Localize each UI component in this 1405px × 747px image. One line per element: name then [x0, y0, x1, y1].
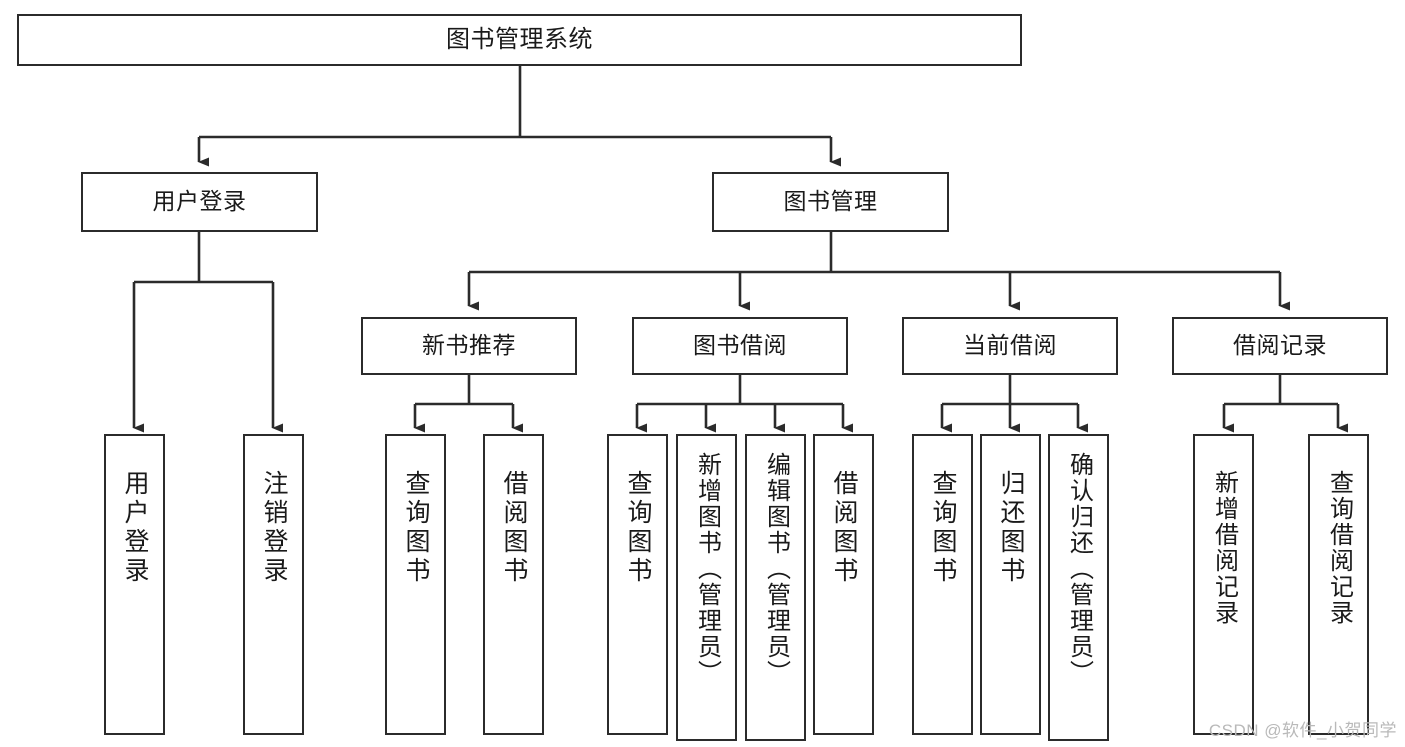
node-leaf-query-book-current-label: 查询图书 [929, 470, 957, 586]
node-leaf-add-book-admin-label: 新增图书（管理员） [693, 452, 721, 686]
node-new-book-recommend-label: 新书推荐 [422, 332, 516, 359]
node-leaf-user-login[interactable]: 用户登录 [104, 434, 165, 735]
node-book-management-label: 图书管理 [783, 188, 878, 215]
node-leaf-borrow-book-new-label: 借阅图书 [500, 470, 528, 586]
node-new-book-recommend[interactable]: 新书推荐 [361, 317, 577, 375]
node-root-book-management-system[interactable]: 图书管理系统 [17, 14, 1022, 66]
node-leaf-edit-book-admin[interactable]: 编辑图书（管理员） [745, 434, 806, 741]
node-user-login-label: 用户登录 [152, 188, 247, 215]
node-leaf-logout-label: 注销登录 [260, 470, 288, 586]
node-leaf-edit-book-admin-label: 编辑图书（管理员） [762, 452, 790, 686]
node-leaf-borrow-book-borrow-label: 借阅图书 [830, 470, 858, 586]
node-leaf-query-book-new-label: 查询图书 [402, 470, 430, 586]
node-leaf-query-book-borrow-label: 查询图书 [624, 470, 652, 586]
node-leaf-borrow-book-borrow[interactable]: 借阅图书 [813, 434, 874, 735]
node-user-login[interactable]: 用户登录 [81, 172, 318, 232]
node-leaf-query-borrow-record-label: 查询借阅记录 [1325, 470, 1353, 626]
node-leaf-query-borrow-record[interactable]: 查询借阅记录 [1308, 434, 1369, 735]
node-book-borrow[interactable]: 图书借阅 [632, 317, 848, 375]
node-leaf-borrow-book-new[interactable]: 借阅图书 [483, 434, 544, 735]
node-leaf-user-login-label: 用户登录 [121, 470, 149, 586]
node-leaf-add-borrow-record-label: 新增借阅记录 [1210, 470, 1238, 626]
node-root-label: 图书管理系统 [446, 25, 593, 53]
node-book-management[interactable]: 图书管理 [712, 172, 949, 232]
node-current-borrow[interactable]: 当前借阅 [902, 317, 1118, 375]
node-leaf-add-borrow-record[interactable]: 新增借阅记录 [1193, 434, 1254, 735]
node-leaf-confirm-return-admin[interactable]: 确认归还（管理员） [1048, 434, 1109, 741]
node-book-borrow-label: 图书借阅 [693, 332, 787, 359]
node-leaf-query-book-current[interactable]: 查询图书 [912, 434, 973, 735]
node-current-borrow-label: 当前借阅 [963, 332, 1057, 359]
node-leaf-query-book-new[interactable]: 查询图书 [385, 434, 446, 735]
csdn-watermark: CSDN @软件_小贺同学 [1208, 721, 1397, 740]
node-leaf-confirm-return-admin-label: 确认归还（管理员） [1065, 452, 1093, 686]
node-leaf-query-book-borrow[interactable]: 查询图书 [607, 434, 668, 735]
node-leaf-return-book-label: 归还图书 [997, 470, 1025, 586]
node-borrow-record[interactable]: 借阅记录 [1172, 317, 1388, 375]
node-leaf-return-book[interactable]: 归还图书 [980, 434, 1041, 735]
node-borrow-record-label: 借阅记录 [1233, 332, 1327, 359]
node-leaf-add-book-admin[interactable]: 新增图书（管理员） [676, 434, 737, 741]
node-leaf-logout[interactable]: 注销登录 [243, 434, 304, 735]
